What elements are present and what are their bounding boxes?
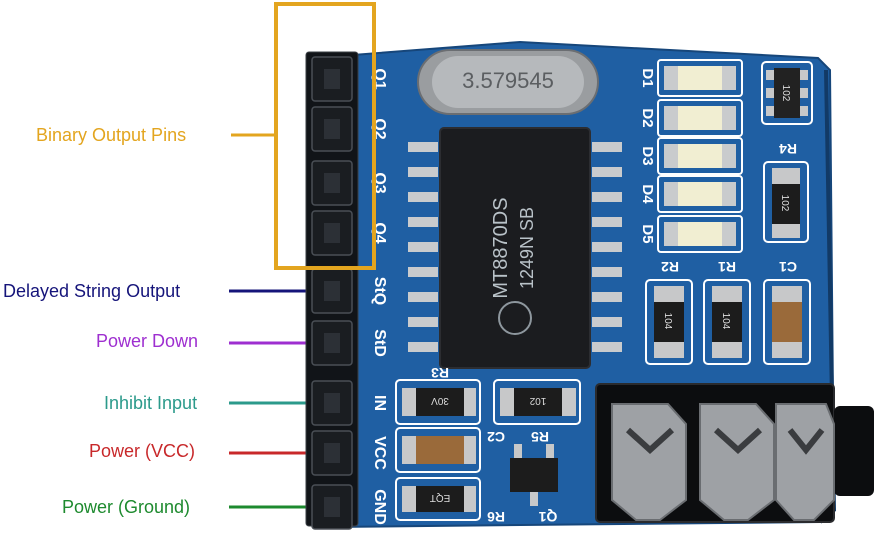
- chip-line1: MT8870DS: [490, 197, 512, 298]
- transistor-q1: [510, 444, 558, 506]
- header-pin: [311, 320, 353, 366]
- resistor-r5: [493, 379, 581, 425]
- resistor-codes: 102 104 104 102 30V 102 EQT: [430, 85, 791, 503]
- ic-pad: [592, 267, 622, 277]
- ic-pad: [592, 317, 622, 327]
- ic-pad: [592, 217, 622, 227]
- ic-pad: [592, 142, 622, 152]
- code-array: 102: [780, 85, 791, 102]
- ic-mt8870: MT8870DS 1249N SB: [439, 127, 591, 369]
- ic-pad: [408, 167, 438, 177]
- header-pin: [311, 484, 353, 530]
- ic-pad: [408, 342, 438, 352]
- led: [657, 137, 743, 175]
- led: [657, 215, 743, 253]
- led-label: D5: [639, 224, 656, 243]
- component-labels: R1 R2 R3 R4 R5 R6 C1 C2 Q1: [431, 141, 797, 525]
- label-r2: R2: [661, 259, 679, 275]
- resistor-r3: [395, 379, 481, 425]
- label-r1: R1: [718, 259, 736, 275]
- led: [657, 175, 743, 213]
- header-pin: [311, 380, 353, 426]
- header-pin: [311, 430, 353, 476]
- label-r5: R5: [531, 429, 549, 445]
- pin-label: VCC: [371, 436, 388, 470]
- resistor-r6: [395, 477, 481, 521]
- pin-label: StQ: [371, 277, 388, 305]
- crystal-oscillator: 3.579545: [417, 49, 599, 115]
- resistor-r2: [645, 279, 693, 365]
- label-delayed-string-output: Delayed String Output: [3, 281, 181, 301]
- label-binary-output-pins: Binary Output Pins: [36, 125, 187, 145]
- label-c2: C2: [487, 429, 505, 445]
- code-r6: EQT: [430, 492, 451, 503]
- code-r3: 30V: [431, 395, 449, 406]
- ic-pad: [592, 292, 622, 302]
- code-r5: 102: [529, 395, 546, 406]
- header-pin: [311, 268, 353, 314]
- led-label: D2: [639, 108, 656, 127]
- label-transistor: Q1: [538, 509, 557, 525]
- header-pins: [311, 56, 353, 530]
- resistor-r4: [763, 161, 809, 243]
- ic-pad: [592, 342, 622, 352]
- led: [657, 59, 743, 97]
- led-label: D4: [639, 184, 656, 204]
- led: [657, 99, 743, 137]
- code-r2: 104: [662, 313, 673, 330]
- label-power-down: Power Down: [96, 331, 199, 351]
- ic-pads: [408, 142, 622, 352]
- ic-pad: [592, 192, 622, 202]
- label-power-vcc: Power (VCC): [89, 441, 196, 461]
- label-power-ground: Power (Ground): [62, 497, 191, 517]
- label-inhibit-input: Inhibit Input: [104, 393, 198, 413]
- code-r1: 104: [720, 313, 731, 330]
- ic-pad: [592, 167, 622, 177]
- ic-pad: [408, 292, 438, 302]
- pin-label: StD: [371, 329, 388, 357]
- resistor-array-top: [761, 61, 813, 125]
- pin-label: GND: [371, 489, 388, 525]
- led-label: D3: [639, 146, 656, 165]
- capacitor-c1: [763, 279, 811, 365]
- header-pin: [311, 106, 353, 152]
- header-pin: [311, 210, 353, 256]
- label-r4: R4: [779, 141, 797, 157]
- label-c1: C1: [779, 259, 797, 275]
- label-r3: R3: [431, 365, 449, 381]
- resistor-r1: [703, 279, 751, 365]
- ic-pad: [408, 142, 438, 152]
- binary-pins-highlight: [274, 2, 376, 270]
- audio-jack: [595, 383, 874, 523]
- header-pin: [311, 160, 353, 206]
- ic-pad: [408, 192, 438, 202]
- ic-pad: [408, 217, 438, 227]
- leds: [657, 59, 743, 253]
- pin-label: IN: [371, 395, 388, 411]
- ic-pad: [408, 317, 438, 327]
- ic-pad: [408, 242, 438, 252]
- capacitor-c2: [395, 427, 481, 473]
- ic-pad: [592, 242, 622, 252]
- crystal-text: 3.579545: [462, 68, 554, 93]
- code-r4: 102: [779, 195, 790, 212]
- header-pin: [311, 56, 353, 102]
- chip-line2: 1249N SB: [517, 207, 537, 289]
- chip-logo: [498, 301, 532, 335]
- ic-pad: [408, 267, 438, 277]
- led-label: D1: [639, 68, 656, 87]
- label-r6: R6: [487, 509, 505, 525]
